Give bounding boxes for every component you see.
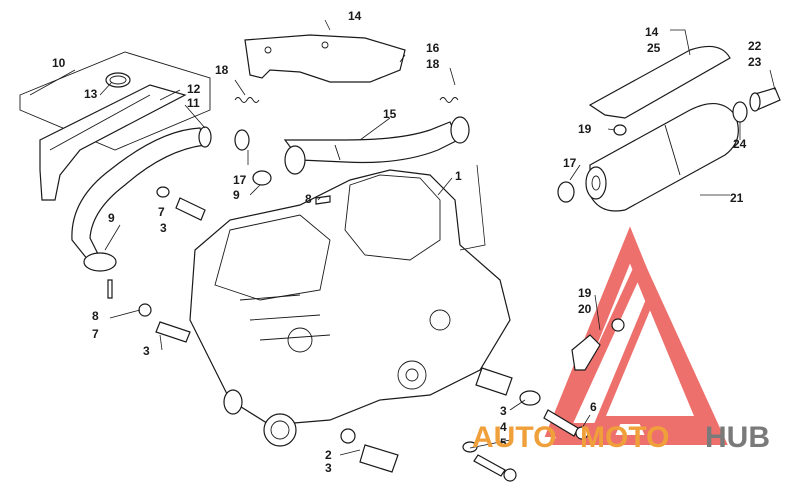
callouts: 1 2 3 3 3 3 4 5 6 7 7 8 8 9 9 10 11 12 1… xyxy=(52,9,762,475)
mount-3-bottom xyxy=(340,428,399,473)
muffler xyxy=(585,103,739,212)
callout-11: 11 xyxy=(187,96,200,110)
callout-7-upper: 7 xyxy=(158,205,165,219)
spring-18-left xyxy=(234,97,260,103)
header-pipe-front xyxy=(71,126,212,272)
callout-3-bottom: 3 xyxy=(325,461,332,475)
watermark-text-auto: AUTO xyxy=(472,421,556,454)
bolt-8-lower xyxy=(107,279,113,299)
bushing-19-upper xyxy=(613,124,627,136)
callout-17-left: 17 xyxy=(233,173,247,187)
heat-shield-top xyxy=(244,34,406,83)
leader-lines xyxy=(29,19,776,456)
callout-21: 21 xyxy=(730,191,744,205)
callout-2: 2 xyxy=(325,448,332,462)
bracket-19-20 xyxy=(571,318,625,371)
callout-4: 4 xyxy=(500,420,507,434)
ring-9-upper xyxy=(252,170,272,186)
heat-shield-left xyxy=(19,51,211,201)
callout-13: 13 xyxy=(84,87,98,101)
callout-10: 10 xyxy=(52,56,66,70)
callout-6: 6 xyxy=(590,400,597,414)
gasket-17-right xyxy=(557,181,575,203)
clamp-13 xyxy=(105,72,131,88)
gasket-24 xyxy=(732,101,748,123)
callout-18-right: 18 xyxy=(426,57,440,71)
engine-assembly xyxy=(189,169,511,447)
callout-20: 20 xyxy=(578,302,592,316)
bolt-6 xyxy=(543,409,589,440)
callout-19-lower: 19 xyxy=(578,286,592,300)
callout-3-upper: 3 xyxy=(160,221,167,235)
watermark-text-hub: HUB xyxy=(705,421,770,454)
mount-3-right xyxy=(475,367,513,396)
spring-18-right xyxy=(439,97,459,103)
watermark-text-moto: MOTO xyxy=(580,421,669,454)
callout-8-upper: 8 xyxy=(305,192,312,206)
heat-shield-muffler xyxy=(588,45,731,119)
callout-1: 1 xyxy=(455,169,462,183)
callout-15: 15 xyxy=(383,107,397,121)
mount-3-upper xyxy=(156,186,206,221)
bolt-5 xyxy=(462,441,517,482)
mount-3-left xyxy=(138,303,191,343)
callout-8-lower: 8 xyxy=(92,309,99,323)
watermark-text: AUTO MOTO HUB xyxy=(472,421,770,454)
gasket-17-left xyxy=(234,129,250,151)
watermark-logo xyxy=(544,226,728,445)
callout-19-upper: 19 xyxy=(578,122,592,136)
header-pipe-rear xyxy=(283,116,470,175)
callout-17-right: 17 xyxy=(563,156,577,170)
callout-5: 5 xyxy=(500,436,507,450)
callout-24: 24 xyxy=(733,137,747,151)
callout-18-left: 18 xyxy=(215,63,229,77)
callout-25: 25 xyxy=(647,41,661,55)
washer-4 xyxy=(519,390,541,406)
callout-12: 12 xyxy=(187,82,201,96)
callout-14-top: 14 xyxy=(348,9,362,23)
callout-16: 16 xyxy=(426,41,440,55)
callout-3-left: 3 xyxy=(143,344,150,358)
callout-23: 23 xyxy=(748,55,762,69)
callout-3-right: 3 xyxy=(500,404,507,418)
callout-9-lower: 9 xyxy=(108,211,115,225)
callout-14-right: 14 xyxy=(645,25,659,39)
tail-tip-23 xyxy=(749,87,781,112)
callout-22: 22 xyxy=(748,39,762,53)
callout-7-left: 7 xyxy=(92,327,99,341)
callout-9-upper: 9 xyxy=(233,188,240,202)
